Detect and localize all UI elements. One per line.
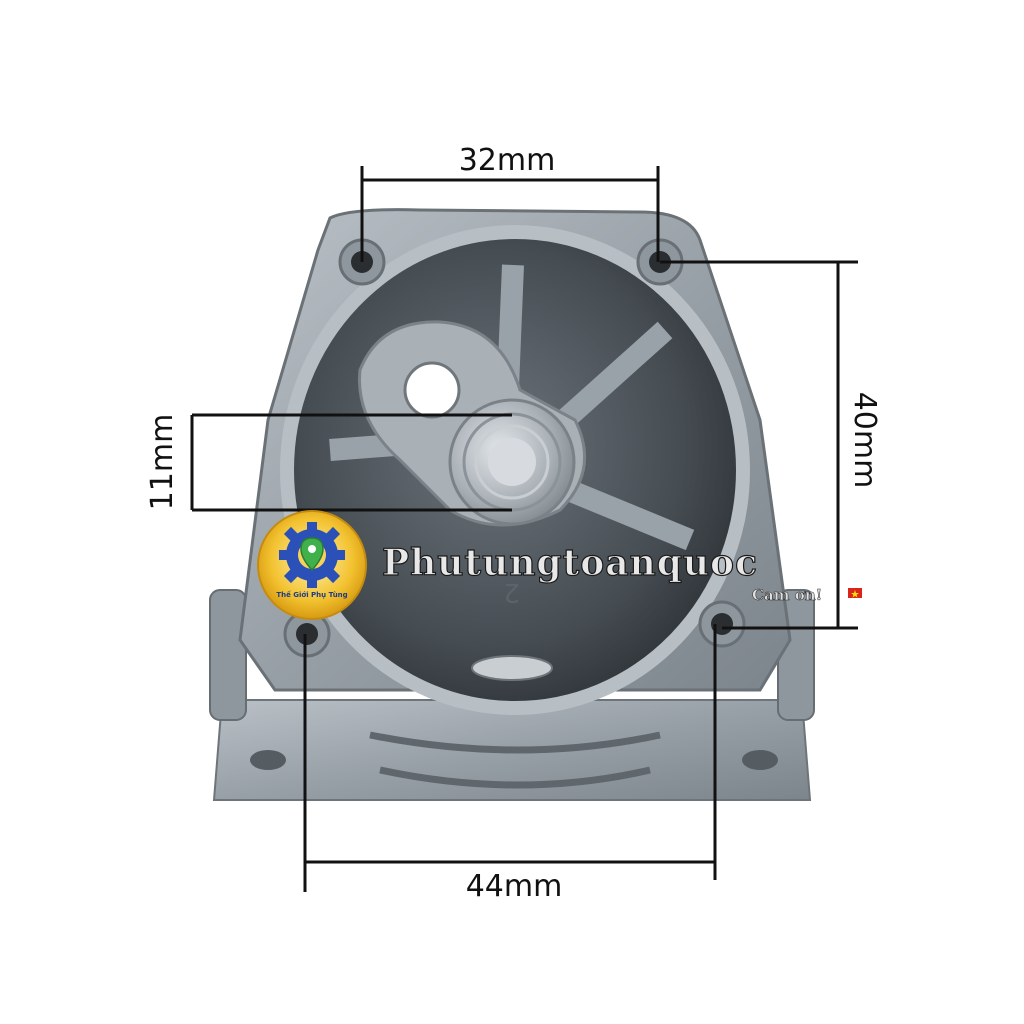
dimension-label-right: 40mm [847,392,882,489]
casting-mark: 2 [503,577,520,607]
left-side-lug [209,589,247,721]
small-bore [403,361,461,419]
boss-center [488,438,536,486]
watermark-brand: Phutungtoanquoc [382,542,758,584]
gear-housing: 2 [209,208,815,801]
boss-thread [474,424,550,500]
flange-rib [379,766,651,789]
logo-caption: Thế Giới Phụ Tùng [276,590,347,599]
location-pin-icon [300,537,324,572]
dimension-right [660,260,858,630]
watermark-tagline: Cam ơn! [752,586,822,604]
dimension-label-bottom: 44mm [466,869,563,904]
vietnam-flag-icon [848,588,862,598]
flange-hole-right [742,750,778,770]
bottom-shaft-opening [471,655,553,681]
flange-hole-left [250,750,286,770]
dimension-label-left: 11mm [145,414,180,511]
dimension-label-top: 32mm [459,143,556,178]
dimension-top [360,166,660,262]
mounting-hole-bottom-right [698,600,746,648]
flange-rib [369,731,661,754]
dimension-bottom [303,624,717,892]
watermark-logo: Thế Giới Phụ Tùng [257,510,367,620]
dimension-left [190,413,512,512]
